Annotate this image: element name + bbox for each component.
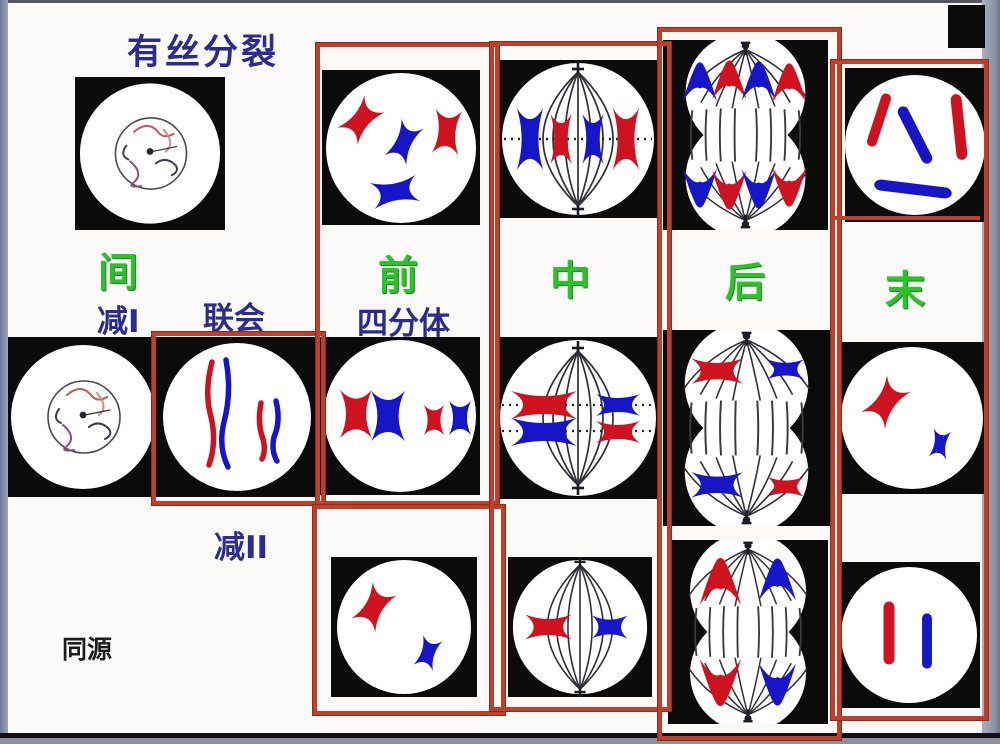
label-meiosis-1: 减I bbox=[97, 304, 140, 340]
label-synapsis: 联会 bbox=[203, 301, 265, 337]
stage-label-prophase: 前 bbox=[378, 253, 418, 299]
cell-mitosis-telophase bbox=[845, 68, 985, 222]
page-title: 有丝分裂 bbox=[127, 33, 280, 73]
cell-meiosis2-telophase bbox=[838, 562, 980, 708]
stage-label-anaphase: 后 bbox=[725, 260, 765, 306]
cell-meiosis1-leptotene bbox=[8, 337, 158, 497]
stage-label-metaphase: 中 bbox=[550, 258, 590, 304]
frame-top-edge bbox=[0, 0, 1000, 3]
cell-meiosis2-prophase bbox=[331, 557, 477, 697]
cell-meiosis2-metaphase bbox=[508, 557, 652, 697]
cell-mitosis-interphase bbox=[75, 77, 225, 230]
cell-meiosis1-synapsis bbox=[158, 337, 315, 497]
stage-label-interphase: 间 bbox=[98, 250, 138, 296]
label-meiosis-2: 减II bbox=[214, 530, 269, 566]
cell-meiosis1-anaphase bbox=[663, 330, 830, 526]
label-tetrad: 四分体 bbox=[357, 306, 450, 342]
frame-left-edge bbox=[0, 0, 8, 744]
cell-meiosis2-anaphase bbox=[668, 540, 828, 724]
frame-bottom-edge bbox=[0, 733, 1000, 744]
cell-mitosis-metaphase bbox=[499, 60, 657, 218]
cell-meiosis1-metaphase bbox=[497, 337, 659, 499]
stage-label-telophase: 末 bbox=[885, 268, 925, 314]
cell-mitosis-prophase bbox=[322, 70, 480, 225]
corner-black-block bbox=[948, 5, 985, 48]
cell-meiosis1-telophase bbox=[838, 342, 985, 494]
cell-mitosis-anaphase bbox=[663, 40, 828, 230]
cell-meiosis1-tetrad bbox=[320, 337, 480, 495]
label-homologous: 同源 bbox=[62, 635, 113, 664]
